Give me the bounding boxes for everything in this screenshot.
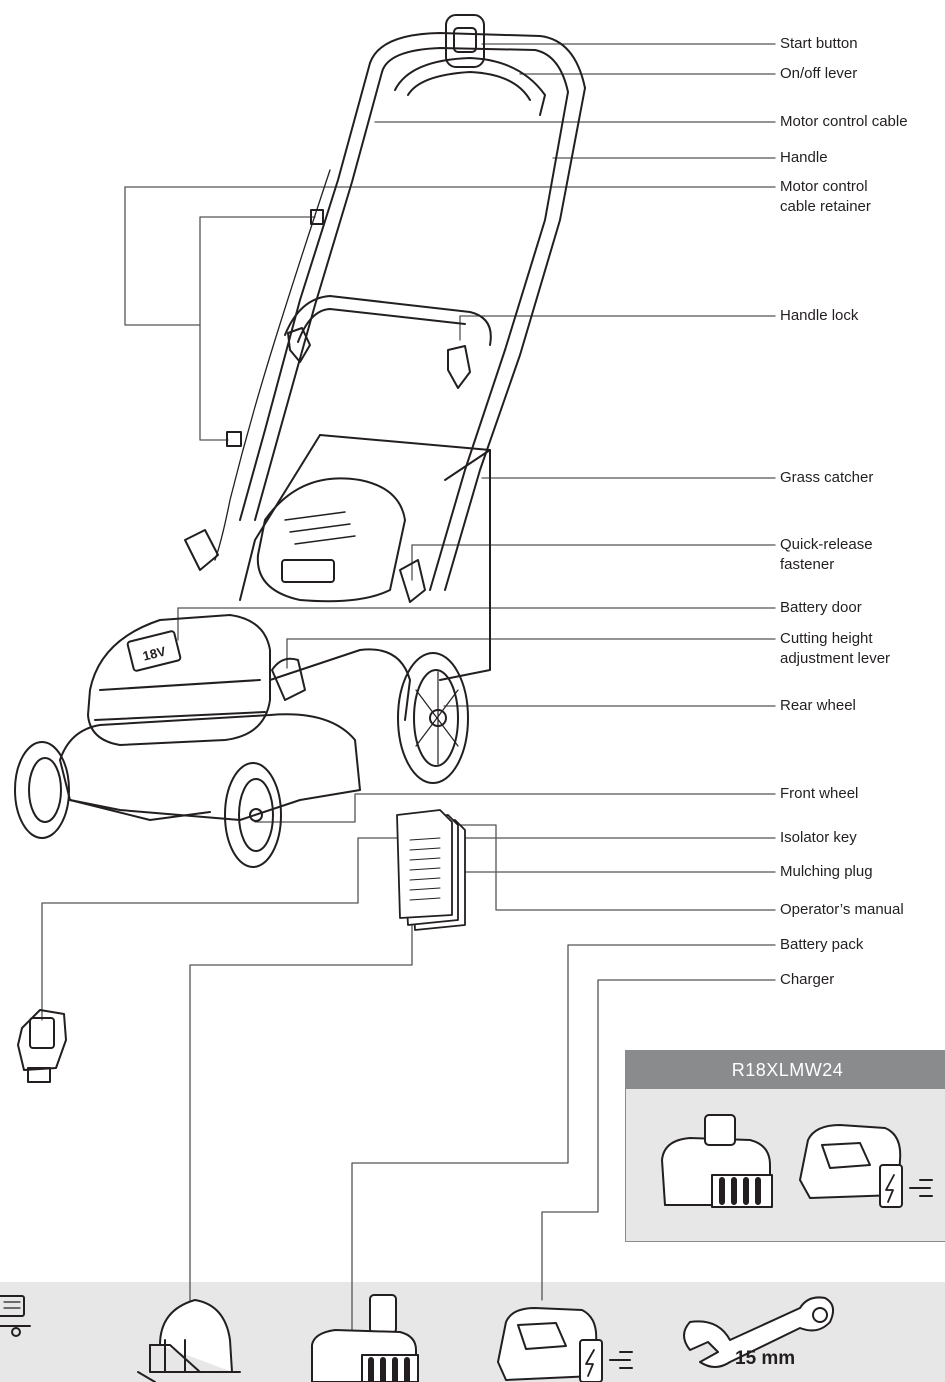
label-line-2: fastener	[780, 556, 835, 573]
label-operators-manual: Operator’s manual	[780, 901, 904, 918]
wrench-drawing	[683, 1296, 835, 1368]
band-battery-drawing	[311, 1294, 419, 1382]
rear-wheel-drawing	[397, 652, 469, 784]
wrench-size-label: 15 mm	[735, 1348, 796, 1369]
label-isolator-key: Isolator key	[780, 829, 857, 846]
band-charger-drawing	[497, 1307, 633, 1382]
label-line-1: Motor control	[780, 178, 868, 195]
motor-cover-drawing	[256, 477, 406, 603]
label-rear-wheel: Rear wheel	[780, 697, 856, 714]
label-charger: Charger	[780, 971, 835, 988]
kit-battery-drawing	[661, 1114, 773, 1208]
handle-drawing	[184, 14, 586, 603]
label-handle: Handle	[780, 149, 828, 166]
label-quick-release-fastener: Quick-release fastener	[780, 535, 873, 575]
mower-voltage-badge: 18V	[141, 643, 167, 663]
label-motor-control-cable-retainer: Motor control cable retainer	[780, 177, 871, 217]
kit-charger-drawing	[799, 1124, 933, 1208]
label-front-wheel: Front wheel	[780, 785, 859, 802]
label-line-1: Cutting height	[780, 630, 873, 647]
leader-lines	[41, 43, 776, 1346]
label-motor-control-cable: Motor control cable	[780, 113, 908, 130]
label-line-2: cable retainer	[780, 198, 871, 215]
label-handle-lock: Handle lock	[780, 307, 859, 324]
label-mulching-plug: Mulching plug	[780, 863, 873, 880]
operators-manual-drawing	[396, 809, 466, 931]
kit-model-header: R18XLMW24	[626, 1051, 945, 1089]
isolator-key-drawing	[17, 1009, 67, 1083]
front-wheel-left-drawing	[14, 741, 70, 839]
label-battery-pack: Battery pack	[780, 936, 864, 953]
label-cutting-height-adjustment-lever: Cutting height adjustment lever	[780, 629, 890, 669]
mulching-plug-drawing	[137, 1299, 241, 1382]
label-battery-door: Battery door	[780, 599, 862, 616]
front-wheel-right-drawing	[224, 762, 282, 868]
label-line-1: Quick-release	[780, 536, 873, 553]
label-line-2: adjustment lever	[780, 650, 891, 667]
label-grass-catcher: Grass catcher	[780, 469, 874, 486]
cart-icon-drawing	[0, 1295, 31, 1337]
label-start-button: Start button	[780, 35, 858, 52]
label-on-off-lever: On/off lever	[780, 65, 858, 82]
grass-catcher-drawing	[239, 434, 491, 681]
deck-drawing: 18V	[59, 614, 411, 821]
